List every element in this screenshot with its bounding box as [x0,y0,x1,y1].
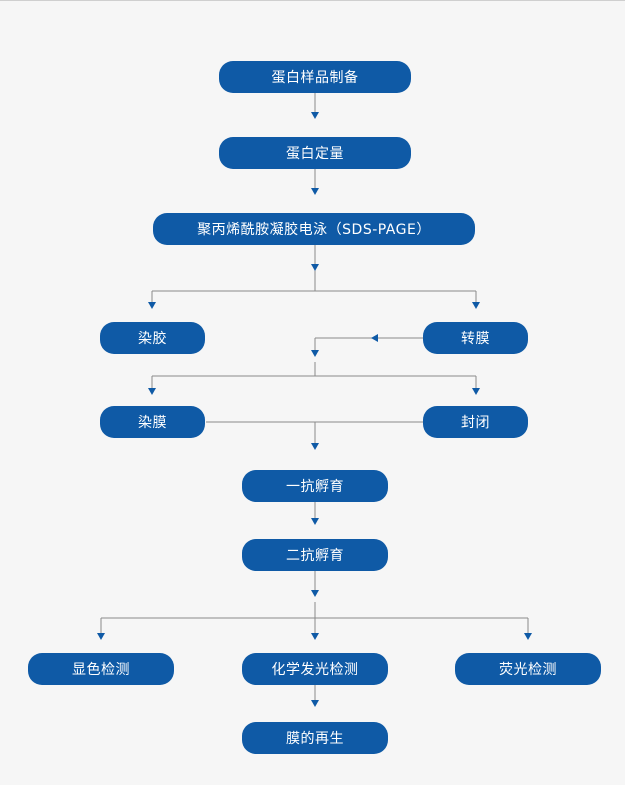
arrow-icon [311,633,319,640]
node-label: 封闭 [461,415,490,431]
arrow-icon [472,302,480,309]
arrow-icon [148,302,156,309]
node-chemiluminescence: 化学发光检测 [242,653,388,685]
arrow-icon [472,388,480,395]
arrow-icon [524,633,532,640]
node-label: 转膜 [461,331,490,347]
node-label: 染膜 [138,415,167,431]
node-label: 化学发光检测 [271,662,359,678]
node-label: 一抗孵育 [286,479,344,495]
node-secondary-antibody: 二抗孵育 [242,539,388,571]
node-label: 蛋白定量 [286,146,344,162]
arrow-icon [311,590,319,597]
node-label: 聚丙烯酰胺凝胶电泳（SDS-PAGE） [197,222,431,238]
node-sds-page: 聚丙烯酰胺凝胶电泳（SDS-PAGE） [153,213,475,245]
top-border [0,0,625,1]
node-protein-quant: 蛋白定量 [219,137,411,169]
node-blocking: 封闭 [423,406,528,438]
node-stain-gel: 染胶 [100,322,205,354]
node-label: 染胶 [138,331,167,347]
node-transfer: 转膜 [423,322,528,354]
arrow-icon [97,633,105,640]
arrow-icon [311,264,319,271]
node-label: 二抗孵育 [286,548,344,564]
arrow-icon [311,350,319,357]
arrow-icon [371,334,378,342]
node-fluorescence-detection: 荧光检测 [455,653,601,685]
arrow-icon [311,112,319,119]
node-label: 膜的再生 [286,731,344,747]
arrow-icon [311,518,319,525]
node-label: 蛋白样品制备 [271,70,359,86]
node-color-detection: 显色检测 [28,653,174,685]
node-primary-antibody: 一抗孵育 [242,470,388,502]
node-sample-prep: 蛋白样品制备 [219,61,411,93]
node-label: 显色检测 [72,662,130,678]
arrow-icon [311,188,319,195]
node-membrane-regeneration: 膜的再生 [242,722,388,754]
arrow-icon [148,388,156,395]
node-label: 荧光检测 [499,662,557,678]
arrow-icon [311,443,319,450]
arrow-icon [311,700,319,707]
node-stain-membrane: 染膜 [100,406,205,438]
